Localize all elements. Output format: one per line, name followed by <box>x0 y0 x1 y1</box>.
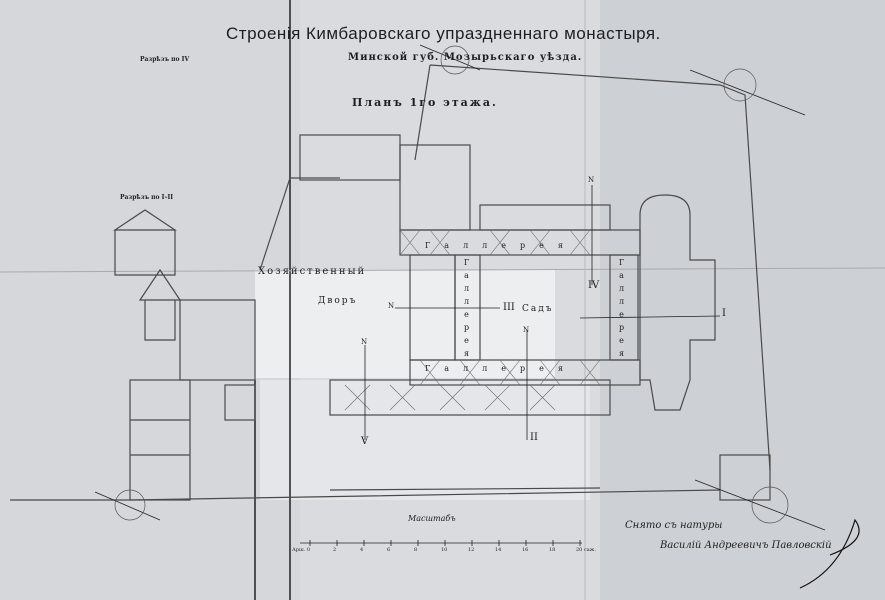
north-arrow <box>694 479 826 531</box>
vault-marks <box>399 229 591 256</box>
courtyard-label-top: Хозяйственный <box>258 266 367 277</box>
boundary-wall <box>259 177 340 271</box>
north-mark: N <box>361 338 368 346</box>
section-mark-IV: IV <box>588 280 600 291</box>
north-arrow <box>419 44 481 71</box>
boundary-wall <box>10 489 721 501</box>
south-range <box>329 379 611 416</box>
scale-bar <box>300 540 582 546</box>
section-label: Разрѣзъ по IV <box>140 56 190 63</box>
rooms-block <box>409 254 456 361</box>
scale-tick-label: 8 <box>414 547 418 553</box>
boundary-wall <box>329 487 601 491</box>
scale-tick-label: 16 <box>522 547 529 553</box>
west-block <box>179 299 256 381</box>
scale-tick-label: 12 <box>468 547 475 553</box>
drawing-title: Строенія Кимбаровскаго упраздненнаго мон… <box>226 24 661 43</box>
scale-tick-label: Арш. 0 <box>292 547 310 553</box>
corner-circle <box>751 486 789 524</box>
section-mark-V: V <box>361 436 369 447</box>
north-arrow <box>689 69 806 116</box>
west-block <box>129 379 191 501</box>
gallery-east <box>609 254 639 361</box>
north-mark: N <box>523 326 530 334</box>
scale-tick-label: 20 саж. <box>576 547 596 553</box>
section-mark-II: II <box>530 432 538 443</box>
gate-tower <box>719 454 771 501</box>
north-mark: N <box>388 302 395 310</box>
signature-line-1: Снято съ натуры <box>625 520 723 531</box>
plan-label: Планъ 1го этажа. <box>352 96 498 109</box>
corner-circle <box>723 68 757 102</box>
courtyard-label: Дворъ <box>318 296 358 306</box>
fold-line <box>0 267 885 273</box>
section-line-I <box>579 315 721 319</box>
boundary-wall <box>429 64 771 471</box>
signature-line-2: Василій Андреевичъ Павловскій <box>660 540 832 551</box>
paper-patch <box>255 270 555 378</box>
corner-circle <box>114 489 146 521</box>
vault-marks <box>419 359 601 386</box>
gallery-label: Галлерея <box>425 241 577 250</box>
section-label: Разрѣзъ по I–II <box>120 194 174 201</box>
gallery-label: Галлерея <box>617 258 626 362</box>
scale-tick-label: 2 <box>333 547 337 553</box>
garden-label: Садъ <box>522 304 554 314</box>
cells-row <box>479 204 611 231</box>
scale-label: Масштабъ <box>408 514 456 523</box>
room <box>224 384 256 421</box>
boundary-wall <box>414 64 431 161</box>
scale-tick-label: 10 <box>441 547 448 553</box>
north-arrow <box>94 491 161 521</box>
drawing-subtitle: Минской губ. Мозырьскаго уѣзда. <box>348 52 583 63</box>
scale-tick-label: 14 <box>495 547 502 553</box>
north-mark: N <box>588 176 595 184</box>
paper-panel <box>600 0 885 600</box>
section-mark-III: III <box>503 302 515 313</box>
signature-flourish <box>799 518 860 589</box>
scale-tick-label: 18 <box>549 547 556 553</box>
section-mark-I: I <box>722 308 726 319</box>
corner-circle <box>440 45 470 75</box>
gallery-label: Галлерея <box>425 364 577 373</box>
paper-patch <box>260 380 590 500</box>
scale-tick-label: 6 <box>387 547 391 553</box>
church <box>639 194 716 411</box>
section-drawing-2 <box>113 209 177 276</box>
vault-marks <box>344 384 556 411</box>
section-drawing-1 <box>138 268 182 341</box>
scale-tick-label: 4 <box>360 547 364 553</box>
gallery-label: Галлерея <box>462 258 471 362</box>
